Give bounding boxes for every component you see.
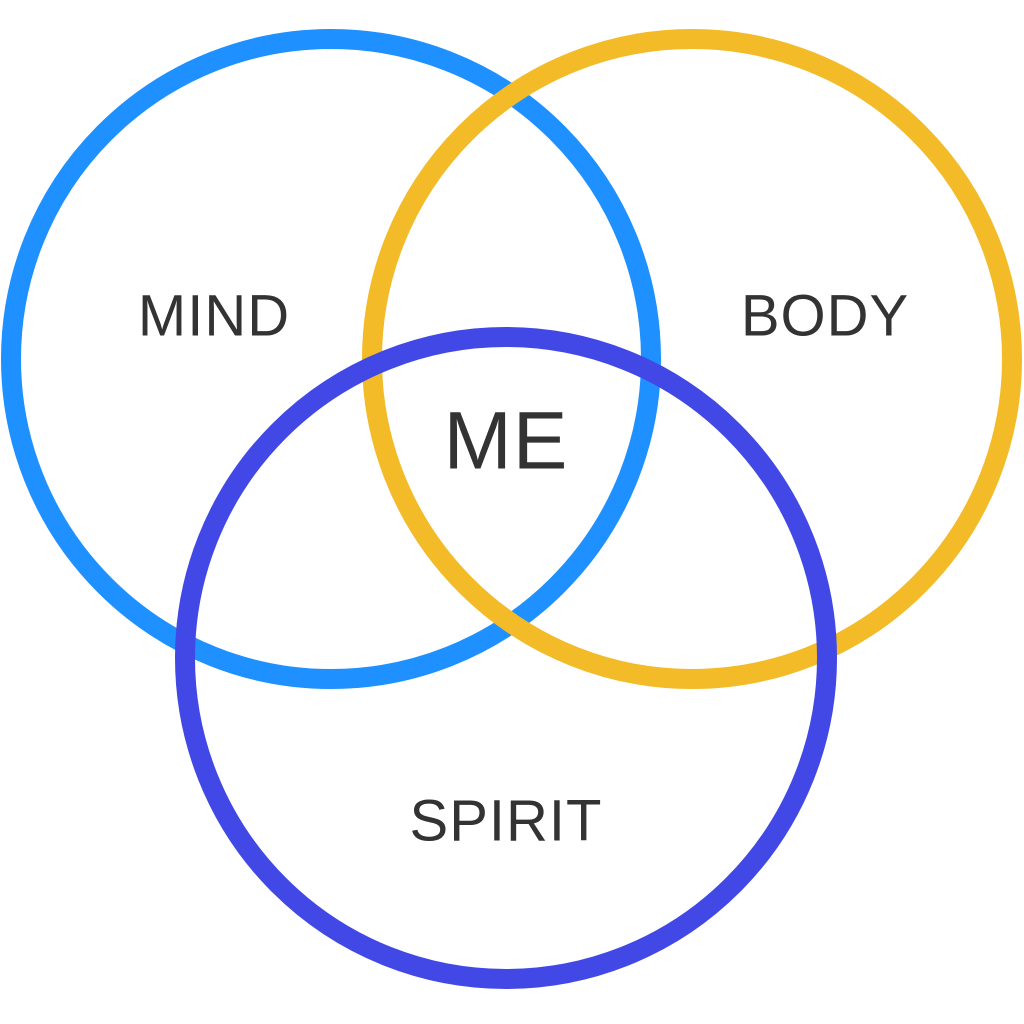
mind-label: MIND (138, 284, 290, 349)
body-circle (362, 29, 1022, 689)
mind-circle (1, 29, 661, 689)
spirit-circle (175, 327, 837, 989)
me-label: ME (444, 396, 569, 487)
body-label: BODY (741, 284, 909, 349)
spirit-label: SPIRIT (410, 789, 603, 854)
